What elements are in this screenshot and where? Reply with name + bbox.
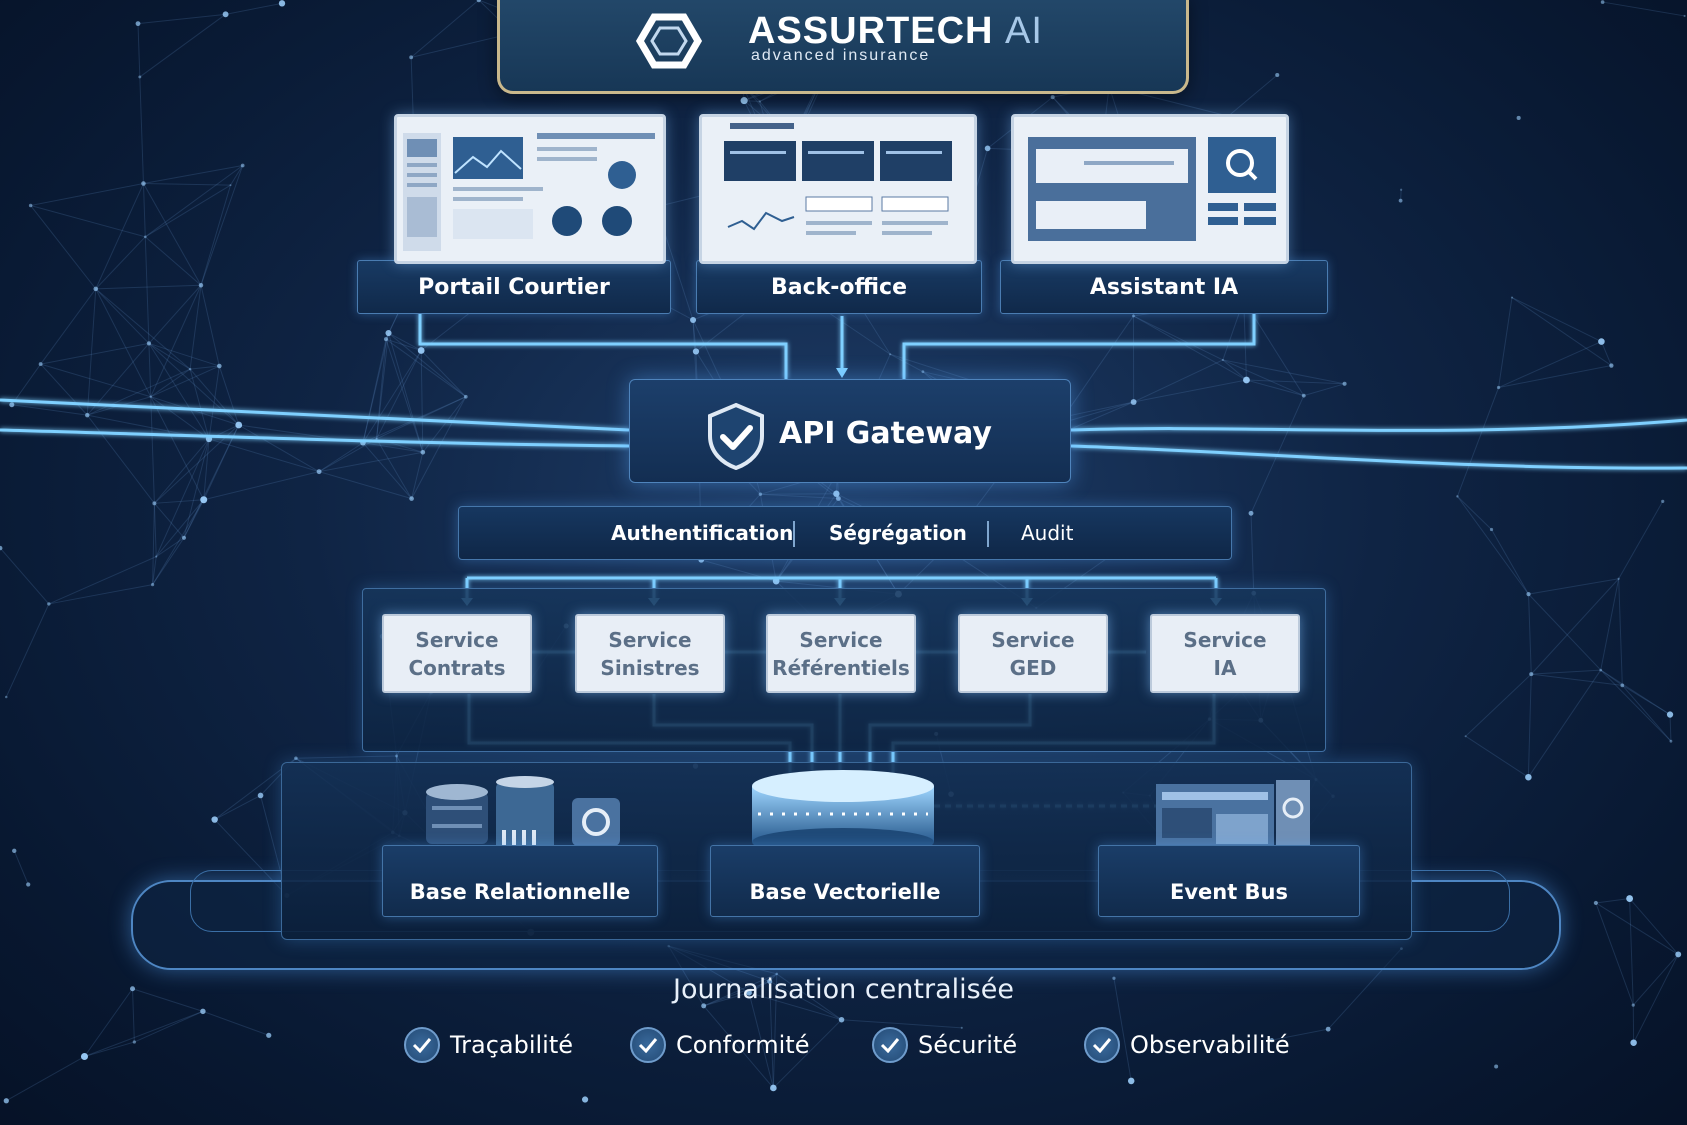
logging-item-tracabilite: Traçabilité <box>404 1025 573 1065</box>
service-line1: Service <box>415 627 499 652</box>
service-line1: Service <box>608 627 692 652</box>
server-rack-icon <box>1156 780 1310 850</box>
policy-divider <box>793 521 795 547</box>
logging-item-securite: Sécurité <box>872 1025 1017 1065</box>
service-contrats[interactable]: Service Contrats <box>382 614 532 693</box>
brand-header: ASSURTECH AI advanced insurance <box>497 0 1189 94</box>
check-icon <box>630 1027 666 1063</box>
admin-screen-icon <box>724 123 952 235</box>
policy-divider <box>987 521 989 547</box>
check-icon <box>404 1027 440 1063</box>
service-line2: Sinistres <box>600 655 700 680</box>
brand-tagline: advanced insurance <box>751 47 931 64</box>
app-base-assistant: Assistant IA <box>1000 260 1328 314</box>
logging-title: Journalisation centralisée <box>673 974 1014 1005</box>
policy-audit: Audit <box>1021 521 1074 545</box>
ai-assistant-screen-icon <box>1028 137 1276 241</box>
check-icon <box>1084 1027 1120 1063</box>
check-icon <box>872 1027 908 1063</box>
policy-segregation: Ségrégation <box>829 521 967 545</box>
service-sinistres[interactable]: Service Sinistres <box>575 614 725 693</box>
service-line2: Contrats <box>408 655 506 680</box>
event-bus[interactable]: Event Bus <box>1098 845 1360 917</box>
service-ged[interactable]: Service GED <box>958 614 1108 693</box>
vector-db-cylinder-icon <box>752 770 934 856</box>
service-line1: Service <box>991 627 1075 652</box>
service-line2: GED <box>1009 655 1057 680</box>
db-label: Event Bus <box>1169 880 1289 904</box>
service-line2: IA <box>1213 655 1237 680</box>
app-base-portail: Portail Courtier <box>357 260 671 314</box>
dashboard-screen-icon <box>403 133 655 251</box>
app-label: Portail Courtier <box>418 274 610 300</box>
app-screen-assistant[interactable] <box>1011 114 1289 264</box>
service-line1: Service <box>1183 627 1267 652</box>
db-vector[interactable]: Base Vectorielle <box>710 845 980 917</box>
api-gateway[interactable]: API Gateway <box>629 379 1071 483</box>
hexagon-logo-icon <box>635 13 703 69</box>
gateway-title: API Gateway <box>779 416 992 451</box>
db-relational[interactable]: Base Relationnelle <box>382 845 658 917</box>
service-ia[interactable]: Service IA <box>1150 614 1300 693</box>
app-label: Back-office <box>770 274 908 300</box>
logging-item-label: Observabilité <box>1130 1031 1290 1059</box>
app-screen-backoffice[interactable] <box>699 114 977 264</box>
brand-name-accent: AI <box>1005 10 1043 52</box>
service-referentiels[interactable]: Service Référentiels <box>766 614 916 693</box>
db-label: Base Relationnelle <box>409 880 631 904</box>
logging-item-label: Conformité <box>676 1031 810 1059</box>
app-screen-portail[interactable] <box>394 114 666 264</box>
shield-check-icon <box>708 402 764 470</box>
logging-item-label: Sécurité <box>918 1031 1018 1059</box>
logging-item-conformite: Conformité <box>630 1025 809 1065</box>
gateway-policies-bar: Authentification Ségrégation Audit <box>458 506 1232 560</box>
logging-item-label: Traçabilité <box>450 1031 574 1059</box>
app-label: Assistant IA <box>1089 274 1239 300</box>
logging-item-observabilite: Observabilité <box>1084 1025 1290 1065</box>
db-label: Base Vectorielle <box>749 880 941 904</box>
service-line1: Service <box>799 627 883 652</box>
service-line2: Référentiels <box>772 655 910 680</box>
policy-authentication: Authentification <box>611 521 794 545</box>
app-base-backoffice: Back-office <box>696 260 982 314</box>
brand-name: ASSURTECH AI <box>748 10 1043 52</box>
database-stack-icon <box>426 776 620 854</box>
